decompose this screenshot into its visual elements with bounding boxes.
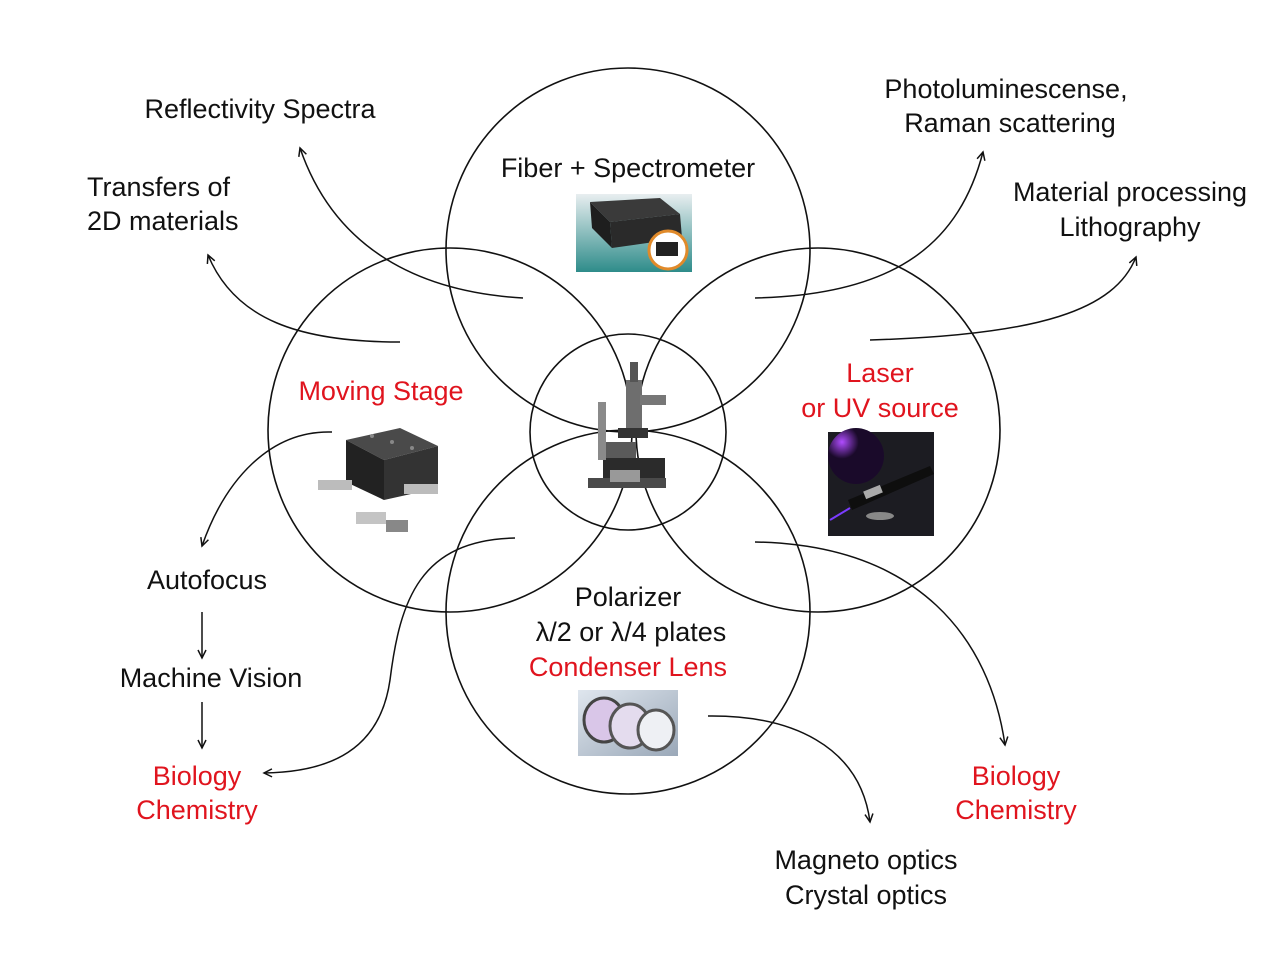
transfers-label-line2: 2D materials: [87, 206, 239, 236]
magneto-optics-label-line2: Crystal optics: [785, 880, 947, 910]
magneto-optics-label-line1: Magneto optics: [774, 845, 957, 875]
photoluminescence-label-line2: Raman scattering: [904, 108, 1116, 138]
microscope-image: [588, 362, 666, 488]
left-circle: [267, 247, 633, 613]
spectrometer-image: [576, 194, 692, 272]
center-circle: [529, 333, 727, 531]
arrow-reflectivity: [298, 146, 524, 299]
top-hub-label: Fiber + Spectrometer: [501, 153, 755, 183]
transfers-label-line1: Transfers of: [87, 172, 231, 202]
bottom-hub-label-line2: λ/2 or λ/4 plates: [536, 617, 727, 647]
left-hub-label: Moving Stage: [298, 376, 463, 406]
arrow-photoluminescence: [754, 150, 986, 299]
arrow-autofocus: [200, 431, 333, 548]
right-circle: [635, 247, 1001, 613]
machine-vision-label: Machine Vision: [120, 663, 303, 693]
biology-left-label-line1: Biology: [153, 761, 242, 791]
biology-right-label-line2: Chemistry: [955, 795, 1077, 825]
arrow-magneto-optics: [707, 715, 874, 824]
bottom-hub-label-line3: Condenser Lens: [529, 652, 727, 682]
xyz-stage-image: [318, 428, 438, 532]
right-hub-label-line1: Laser: [846, 358, 914, 388]
material-processing-label-line1: Material processing: [1013, 177, 1247, 207]
arrow-biology-left-from-bottom: [262, 537, 516, 778]
right-hub-label-line2: or UV source: [801, 393, 959, 423]
laser-pointer-image: [828, 428, 934, 536]
reflectivity-label: Reflectivity Spectra: [144, 94, 376, 124]
arrow-biology-right: [754, 541, 1009, 747]
biology-right-label-line1: Biology: [972, 761, 1061, 791]
biology-left-label-line2: Chemistry: [136, 795, 258, 825]
photoluminescence-label-line1: Photoluminescense,: [884, 74, 1127, 104]
arrow-material-processing: [869, 255, 1138, 341]
material-processing-label-line2: Lithography: [1059, 212, 1201, 242]
polarizer-lenses-image: [578, 690, 678, 756]
autofocus-label: Autofocus: [147, 565, 267, 595]
bottom-hub-label-line1: Polarizer: [575, 582, 682, 612]
arrow-transfers: [206, 253, 401, 343]
